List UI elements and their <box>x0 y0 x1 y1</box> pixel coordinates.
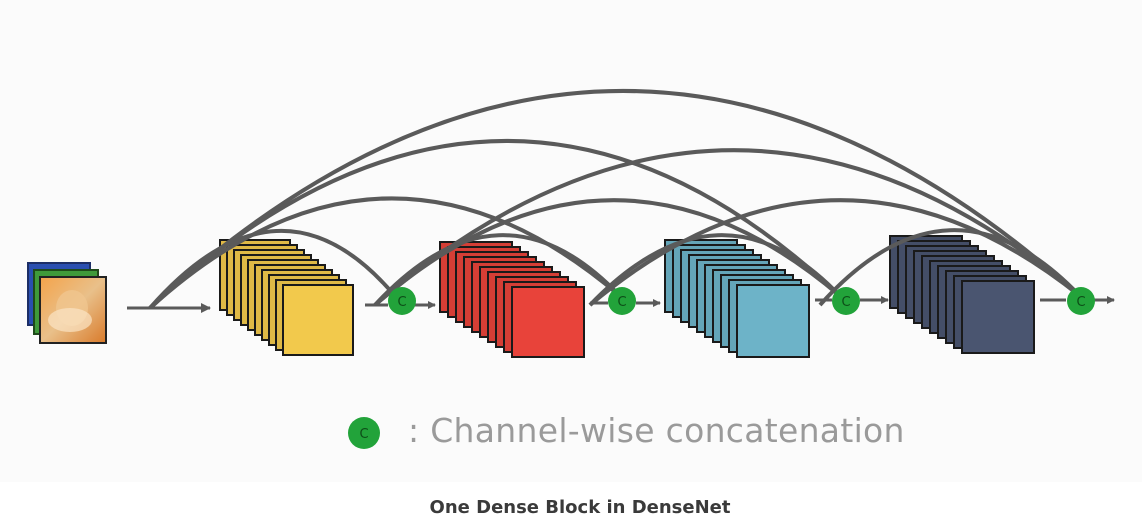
arc-c3-to-c4 <box>818 228 1082 307</box>
concat-node-circle <box>832 287 860 315</box>
concat-node-circle <box>608 287 636 315</box>
arc-input-to-c4 <box>148 89 1082 310</box>
legend-concat-symbol-letter: C <box>359 427 368 442</box>
concat-node-circle <box>1067 287 1095 315</box>
concat-node-symbol: C <box>397 295 406 310</box>
concat-node-3: C <box>832 287 860 315</box>
block-4-feature-map <box>961 280 1035 354</box>
concat-node-symbol: C <box>617 295 626 310</box>
legend-label: : Channel-wise concatenation <box>408 411 905 450</box>
concat-node-4: C <box>1067 287 1095 315</box>
concat-node-1: C <box>388 287 416 315</box>
input-image-stack <box>27 262 107 344</box>
forward-arrows <box>127 296 1115 313</box>
layer-blocks <box>219 235 1035 358</box>
block-4 <box>889 235 1035 354</box>
block-3-feature-map <box>736 284 810 358</box>
figure-caption: One Dense Block in DenseNet <box>429 497 731 518</box>
arc-c2-to-c4 <box>588 198 1082 307</box>
block-2-feature-map <box>511 286 585 358</box>
block-3 <box>664 239 810 358</box>
arc-c2-to-c3 <box>588 233 842 307</box>
arc-c1-to-c4 <box>373 148 1082 307</box>
concat-node-circle <box>388 287 416 315</box>
concat-node-symbol: C <box>841 295 850 310</box>
block-1 <box>219 239 354 356</box>
skip-connection-arcs <box>148 89 1082 310</box>
concat-node-symbol: C <box>1076 295 1085 310</box>
block-2 <box>439 241 585 358</box>
arc-c1-to-c2 <box>373 233 622 307</box>
arc-input-to-c3 <box>148 139 842 310</box>
legend-concat-symbol: C <box>348 417 380 449</box>
dense-block-diagram: C C C C C <box>27 89 1115 449</box>
concat-node-2: C <box>608 287 636 315</box>
arc-input-to-c1 <box>148 228 397 310</box>
concat-nodes: C C C C <box>388 287 1095 315</box>
block-1-feature-map <box>282 284 354 356</box>
